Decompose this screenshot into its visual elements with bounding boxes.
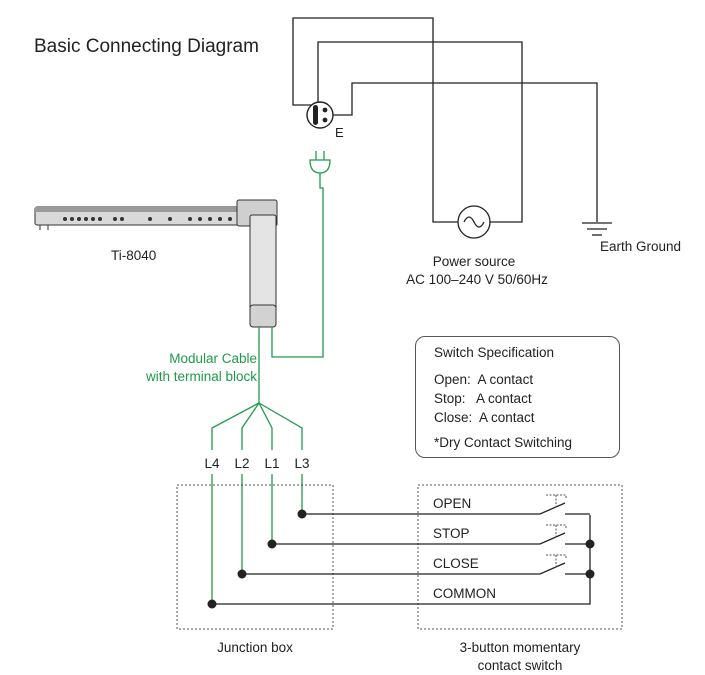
modular-cable-label: Modular Cable bbox=[169, 351, 257, 366]
junction-box-label: Junction box bbox=[217, 640, 293, 655]
switch-spec-stop: Stop: A contact bbox=[434, 391, 532, 406]
switch-label-common: COMMON bbox=[433, 586, 496, 601]
switch-spec-title: Switch Specification bbox=[434, 345, 555, 360]
switch-label-close: CLOSE bbox=[433, 556, 479, 571]
signal-wiring bbox=[212, 502, 591, 605]
wire-label-l1: L1 bbox=[264, 456, 279, 471]
power-source-spec: AC 100–240 V 50/60Hz bbox=[406, 272, 548, 287]
switch-spec-box: Switch Specification Open: A contact Sto… bbox=[415, 336, 620, 458]
outlet-icon bbox=[306, 101, 334, 129]
diagram-title: Basic Connecting Diagram bbox=[34, 36, 259, 57]
modular-cable-sublabel: with terminal block bbox=[145, 369, 257, 384]
switch-box bbox=[417, 484, 623, 630]
motor-unit bbox=[34, 199, 278, 328]
switch-spec-close: Close: A contact bbox=[434, 410, 535, 425]
junction-box bbox=[176, 484, 334, 630]
power-wiring bbox=[292, 17, 598, 223]
earth-ground-label: Earth Ground bbox=[600, 239, 681, 254]
switch-spec-open: Open: A contact bbox=[434, 372, 534, 387]
earth-label: E bbox=[335, 125, 344, 140]
wire-label-l4: L4 bbox=[204, 456, 220, 471]
ac-source-icon bbox=[457, 205, 491, 239]
switch-label-stop: STOP bbox=[433, 526, 470, 541]
wire-label-l3: L3 bbox=[294, 456, 309, 471]
wire-label-l2: L2 bbox=[234, 456, 249, 471]
switch-spec-note: *Dry Contact Switching bbox=[434, 435, 573, 450]
switch-label-open: OPEN bbox=[433, 496, 471, 511]
green-wiring bbox=[211, 173, 324, 604]
earth-ground-icon bbox=[582, 222, 612, 236]
switch-box-sublabel: contact switch bbox=[478, 658, 563, 673]
switch-box-label: 3-button momentary bbox=[460, 640, 581, 655]
plug-icon bbox=[309, 151, 331, 174]
junction-dots bbox=[207, 509, 595, 609]
button-actuators bbox=[546, 494, 567, 568]
power-source-label: Power source bbox=[433, 254, 516, 269]
motor-label: Ti-8040 bbox=[111, 248, 156, 263]
